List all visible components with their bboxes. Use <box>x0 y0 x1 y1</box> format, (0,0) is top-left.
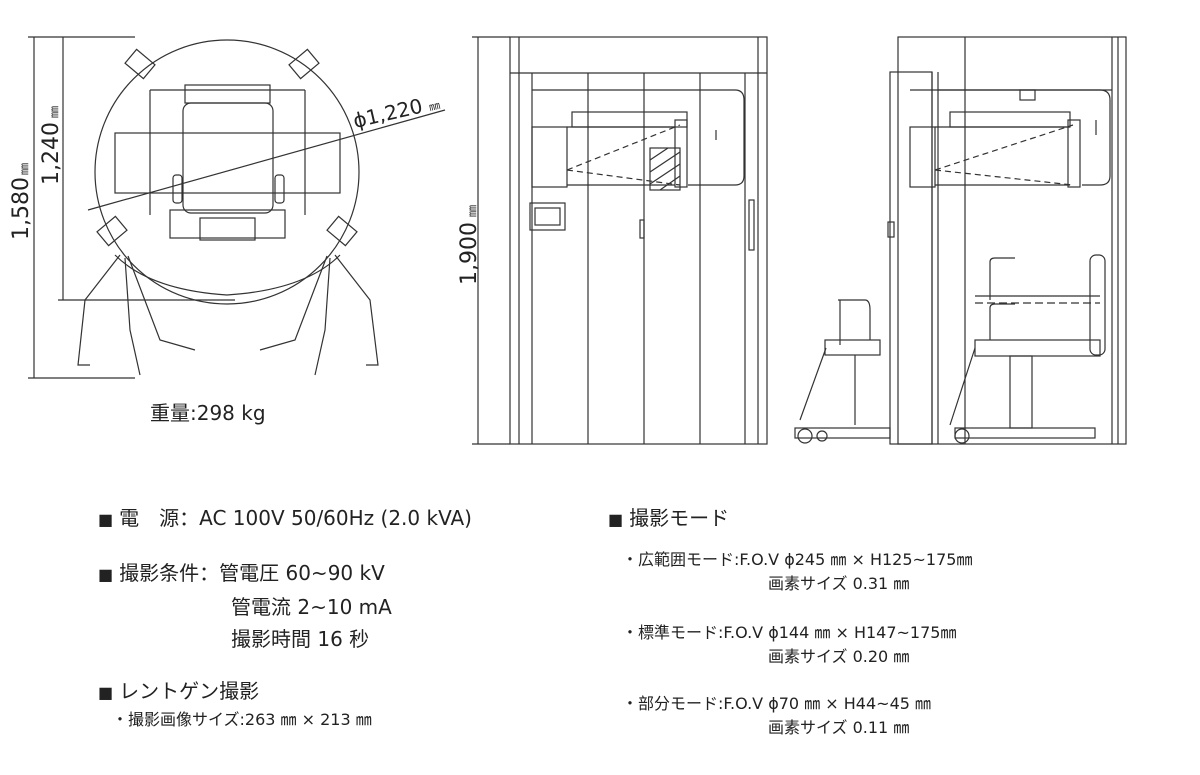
top-view-drawing: 1,580 ㎜ 1,240 ㎜ ϕ1,220 ㎜ <box>9 36 446 379</box>
dim-top-label: 1,580 <box>9 177 34 240</box>
mode-pixel: 画素サイズ 0.20 ㎜ <box>768 647 910 666</box>
bullet-square-icon: ■ <box>608 510 624 529</box>
weight-label: 重量:298 kg <box>150 401 266 425</box>
dim-height-label: 1,900 <box>457 222 482 285</box>
dim-diameter-unit: ㎜ <box>428 99 442 114</box>
mode-name: ・標準モード <box>622 623 719 642</box>
condition-line: 管電流 2~10 mA <box>231 595 392 619</box>
dim-top-unit: ㎜ <box>17 163 31 175</box>
bullet-square-icon: ■ <box>98 683 114 702</box>
power-label: 電 源 <box>119 506 180 530</box>
mode-pixel: 画素サイズ 0.31 ㎜ <box>768 574 910 593</box>
dim-height-unit: ㎜ <box>465 205 479 217</box>
dim-inner-label: 1,240 <box>39 122 64 185</box>
dim-inner-unit: ㎜ <box>47 106 61 118</box>
dim-diameter-label: ϕ1,220 <box>351 94 425 133</box>
mode-item: ・部分モード:F.O.V ϕ70 ㎜ × H44~45 ㎜ 画素サイズ 0.11… <box>622 692 931 740</box>
side-view-drawing <box>794 36 1127 445</box>
xray-label: レントゲン撮影 <box>119 679 260 703</box>
spec-conditions: ■撮影条件：管電圧 60~90 kV 管電流 2~10 mA 撮影時間 16 秒 <box>98 557 392 655</box>
bullet-square-icon: ■ <box>98 565 114 584</box>
power-value: AC 100V 50/60Hz (2.0 kVA) <box>199 506 472 530</box>
condition-line: 管電圧 60~90 kV <box>219 561 385 585</box>
mode-item: ・標準モード:F.O.V ϕ144 ㎜ × H147~175㎜ 画素サイズ 0.… <box>622 621 956 669</box>
bullet-square-icon: ■ <box>98 510 114 529</box>
spec-modes: ■ 撮影モード <box>608 507 729 530</box>
condition-line: 撮影時間 16 秒 <box>231 627 370 651</box>
conditions-label: 撮影条件 <box>119 561 200 585</box>
modes-label: 撮影モード <box>629 506 730 530</box>
spec-xray: ■ レントゲン撮影 ・撮影画像サイズ:263 ㎜ × 213 ㎜ <box>98 680 372 729</box>
mode-fov: F.O.V ϕ70 ㎜ × H44~45 ㎜ <box>723 694 932 713</box>
mode-name: ・広範囲モード <box>622 550 735 569</box>
front-view-drawing: 1,900 ㎜ <box>457 36 768 445</box>
spec-power: ■電 源：AC 100V 50/60Hz (2.0 kVA) <box>98 506 472 530</box>
xray-size: ・撮影画像サイズ:263 ㎜ × 213 ㎜ <box>112 710 372 729</box>
mode-name: ・部分モード <box>622 694 719 713</box>
mode-pixel: 画素サイズ 0.11 ㎜ <box>768 718 910 737</box>
mode-item: ・広範囲モード:F.O.V ϕ245 ㎜ × H125~175㎜ 画素サイズ 0… <box>622 548 972 596</box>
mode-fov: F.O.V ϕ245 ㎜ × H125~175㎜ <box>739 550 973 569</box>
mode-fov: F.O.V ϕ144 ㎜ × H147~175㎜ <box>723 623 957 642</box>
